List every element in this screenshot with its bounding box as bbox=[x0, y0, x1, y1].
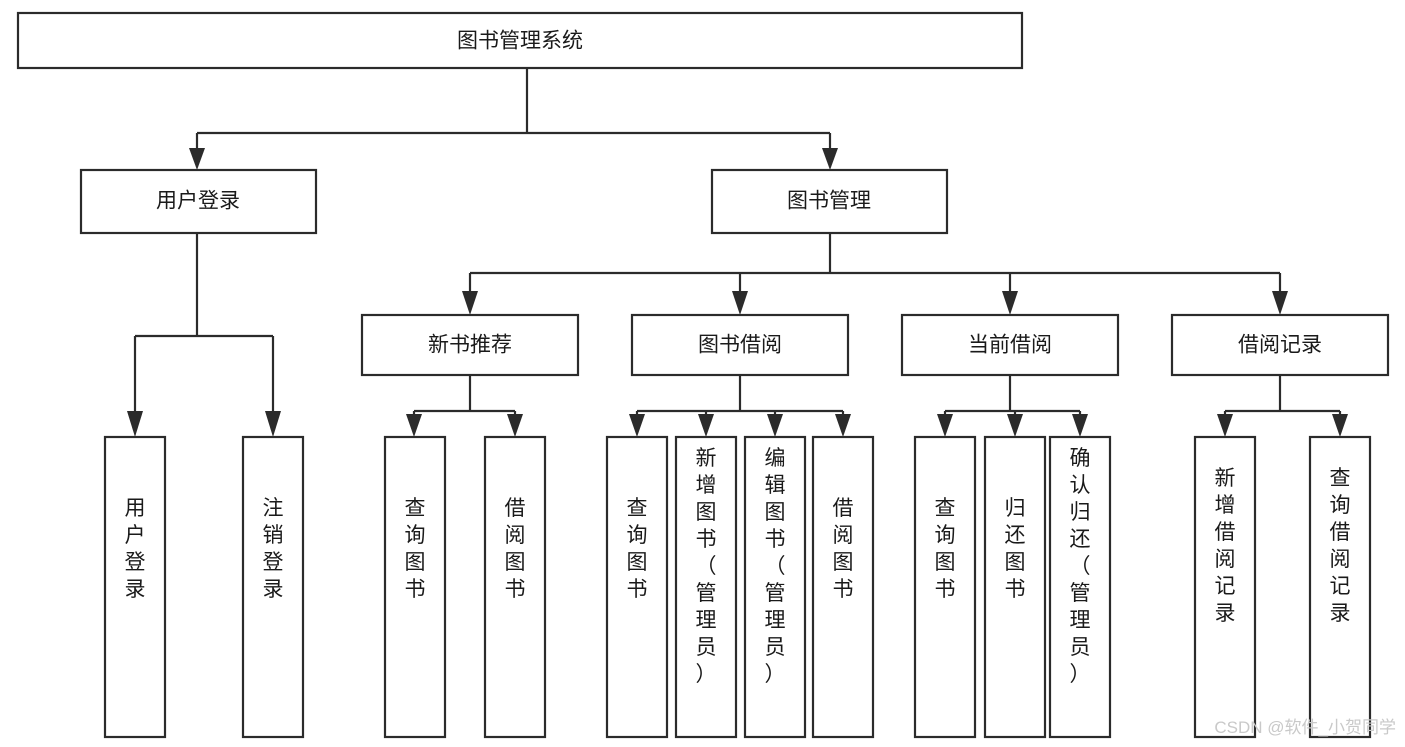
csdn-watermark: CSDN @软件_小贺同学 bbox=[1214, 718, 1396, 737]
node-leaf-query-record-label: 查询借阅记录 bbox=[1330, 467, 1351, 625]
arrowhead-borrow-record bbox=[1272, 291, 1288, 315]
arrowhead-current-borrow bbox=[1002, 291, 1018, 315]
node-leaf-user-login-box[interactable] bbox=[103, 435, 167, 739]
node-leaf-add-book-label: 新增图书（管理员） bbox=[696, 447, 717, 686]
arrowhead-leaf-logout-login bbox=[265, 411, 281, 437]
node-leaf-borrow-book-1[interactable]: 借阅图书 bbox=[483, 435, 547, 739]
arrowhead-leaf-query-book-1 bbox=[406, 414, 422, 437]
node-leaf-add-record[interactable]: 新增借阅记录 bbox=[1193, 435, 1257, 739]
node-book-management[interactable]: 图书管理 bbox=[710, 168, 949, 235]
node-leaf-query-book-1[interactable]: 查询图书 bbox=[383, 435, 447, 739]
node-leaf-logout-login-box[interactable] bbox=[241, 435, 305, 739]
node-leaf-borrow-book-2-box[interactable] bbox=[811, 435, 875, 739]
arrowhead-leaf-add-record bbox=[1217, 414, 1233, 437]
node-new-book-recommend-box[interactable] bbox=[360, 313, 580, 377]
node-leaf-borrow-book-2[interactable]: 借阅图书 bbox=[811, 435, 875, 739]
arrowhead-leaf-borrow-book-1 bbox=[507, 414, 523, 437]
arrowhead-leaf-return-book bbox=[1007, 414, 1023, 437]
node-user-login[interactable]: 用户登录 bbox=[79, 168, 318, 235]
arrowhead-leaf-edit-book bbox=[767, 414, 783, 437]
node-root[interactable]: 图书管理系统 bbox=[16, 11, 1024, 70]
node-book-borrow[interactable]: 图书借阅 bbox=[630, 313, 850, 377]
node-leaf-user-login[interactable]: 用户登录 bbox=[103, 435, 167, 739]
node-leaf-edit-book-label: 编辑图书（管理员） bbox=[765, 447, 786, 686]
node-leaf-borrow-book-2-label: 借阅图书 bbox=[833, 497, 854, 601]
node-leaf-add-book[interactable]: 新增图书（管理员） bbox=[674, 435, 738, 739]
node-user-login-box[interactable] bbox=[79, 168, 318, 235]
node-borrow-record-label: 借阅记录 bbox=[1238, 334, 1322, 357]
node-leaf-confirm-return[interactable]: 确认归还（管理员） bbox=[1048, 435, 1112, 739]
node-leaf-edit-book[interactable]: 编辑图书（管理员） bbox=[743, 435, 807, 739]
arrowhead-leaf-query-record bbox=[1332, 414, 1348, 437]
arrowhead-book-management bbox=[822, 148, 838, 170]
node-leaf-query-book-1-label: 查询图书 bbox=[405, 497, 426, 601]
connector-layer bbox=[127, 68, 1348, 437]
node-borrow-record[interactable]: 借阅记录 bbox=[1170, 313, 1390, 377]
node-new-book-recommend[interactable]: 新书推荐 bbox=[360, 313, 580, 377]
node-book-management-label: 图书管理 bbox=[787, 190, 871, 213]
node-current-borrow-label: 当前借阅 bbox=[968, 334, 1052, 357]
node-leaf-return-book[interactable]: 归还图书 bbox=[983, 435, 1047, 739]
node-book-management-box[interactable] bbox=[710, 168, 949, 235]
node-root-label: 图书管理系统 bbox=[457, 30, 583, 53]
arrowhead-leaf-user-login bbox=[127, 411, 143, 437]
node-book-borrow-box[interactable] bbox=[630, 313, 850, 377]
node-leaf-borrow-book-1-box[interactable] bbox=[483, 435, 547, 739]
node-leaf-user-login-label: 用户登录 bbox=[125, 497, 146, 601]
arrowhead-new-book-recommend bbox=[462, 291, 478, 315]
arrowhead-leaf-query-book-3 bbox=[937, 414, 953, 437]
node-leaf-return-book-label: 归还图书 bbox=[1005, 497, 1026, 601]
node-leaf-query-record-box[interactable] bbox=[1308, 435, 1372, 739]
node-leaf-confirm-return-label: 确认归还（管理员） bbox=[1070, 447, 1091, 686]
node-leaf-logout-login[interactable]: 注销登录 bbox=[241, 435, 305, 739]
node-leaf-query-record[interactable]: 查询借阅记录 bbox=[1308, 435, 1372, 739]
node-leaf-add-record-box[interactable] bbox=[1193, 435, 1257, 739]
arrowhead-user-login bbox=[189, 148, 205, 170]
node-leaf-logout-login-label: 注销登录 bbox=[263, 497, 284, 601]
node-leaf-query-book-2-box[interactable] bbox=[605, 435, 669, 739]
node-leaf-query-book-1-box[interactable] bbox=[383, 435, 447, 739]
node-leaf-add-record-label: 新增借阅记录 bbox=[1215, 467, 1236, 625]
node-leaf-add-book-box[interactable] bbox=[674, 435, 738, 739]
node-leaf-query-book-3[interactable]: 查询图书 bbox=[913, 435, 977, 739]
node-root-box[interactable] bbox=[16, 11, 1024, 70]
node-current-borrow-box[interactable] bbox=[900, 313, 1120, 377]
node-leaf-query-book-3-label: 查询图书 bbox=[935, 497, 956, 601]
node-book-borrow-label: 图书借阅 bbox=[698, 334, 782, 357]
node-user-login-label: 用户登录 bbox=[156, 190, 240, 213]
arrowhead-leaf-query-book-2 bbox=[629, 414, 645, 437]
node-leaf-borrow-book-1-label: 借阅图书 bbox=[505, 497, 526, 601]
arrowhead-leaf-confirm-return bbox=[1072, 414, 1088, 437]
node-leaf-query-book-3-box[interactable] bbox=[913, 435, 977, 739]
arrowhead-leaf-add-book bbox=[698, 414, 714, 437]
node-borrow-record-box[interactable] bbox=[1170, 313, 1390, 377]
node-leaf-query-book-2-label: 查询图书 bbox=[627, 497, 648, 601]
arrowhead-book-borrow bbox=[732, 291, 748, 315]
node-leaf-query-book-2[interactable]: 查询图书 bbox=[605, 435, 669, 739]
node-current-borrow[interactable]: 当前借阅 bbox=[900, 313, 1120, 377]
node-leaf-return-book-box[interactable] bbox=[983, 435, 1047, 739]
arrowhead-leaf-borrow-book-2 bbox=[835, 414, 851, 437]
node-leaf-edit-book-box[interactable] bbox=[743, 435, 807, 739]
node-leaf-confirm-return-box[interactable] bbox=[1048, 435, 1112, 739]
node-new-book-recommend-label: 新书推荐 bbox=[428, 334, 512, 357]
